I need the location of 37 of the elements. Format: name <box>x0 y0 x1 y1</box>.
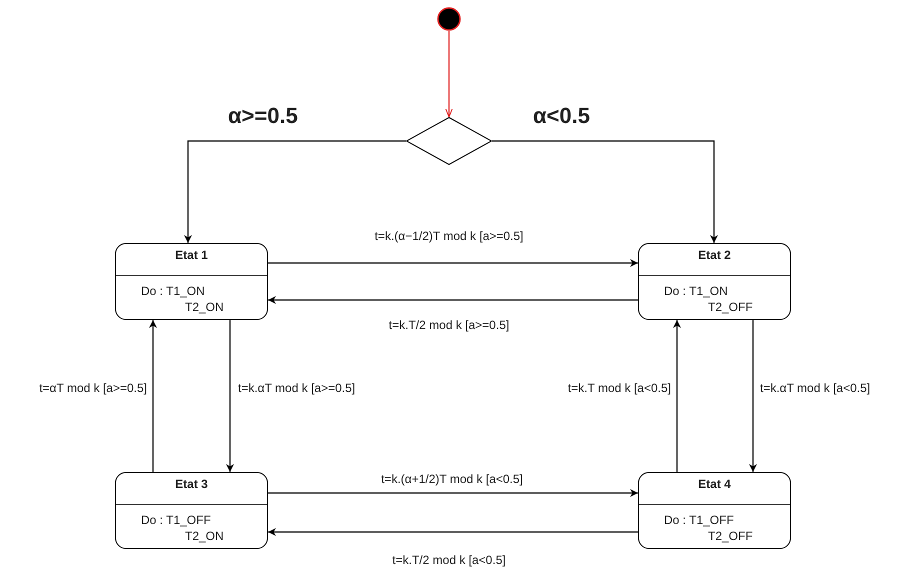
state-action: T2_OFF <box>707 299 753 315</box>
state-box <box>638 243 791 320</box>
edge-label: t=k.αT mod k [a>=0.5] <box>238 381 356 395</box>
state-action: Do : T1_OFF <box>140 512 211 528</box>
edge-label: α<0.5 <box>533 103 590 129</box>
state-box <box>115 472 268 549</box>
arrow <box>268 489 638 497</box>
arrow <box>149 320 157 472</box>
state-action: Do : T1_ON <box>140 283 205 299</box>
state-title: Etat 2 <box>698 248 731 264</box>
arrow <box>226 320 234 472</box>
arrow <box>749 320 757 472</box>
state-box <box>115 243 268 320</box>
state-action: Do : T1_OFF <box>663 512 734 528</box>
state-title: Etat 3 <box>175 477 208 493</box>
state-action: T2_OFF <box>707 528 753 544</box>
state-action: T2_ON <box>184 299 224 315</box>
arrow <box>492 140 718 243</box>
edge-label: t=k.T/2 mod k [a<0.5] <box>392 553 506 567</box>
edge-label: t=k.αT mod k [a<0.5] <box>760 381 870 395</box>
arrow <box>268 528 638 536</box>
edge-label: t=k.T/2 mod k [a>=0.5] <box>388 318 510 332</box>
edge-label: t=k.T mod k [a<0.5] <box>568 381 671 395</box>
edge-label: t=k.(α+1/2)T mod k [a<0.5] <box>381 472 523 486</box>
state-title: Etat 4 <box>698 477 731 493</box>
arrow <box>268 259 638 267</box>
arrow <box>184 140 406 243</box>
arrow <box>673 320 681 472</box>
edge-label: α>=0.5 <box>228 103 298 129</box>
state-title: Etat 1 <box>175 248 208 264</box>
edge-label: t=k.(α−1/2)T mod k [a>=0.5] <box>374 229 524 243</box>
state-box <box>638 472 791 549</box>
state-action: Do : T1_ON <box>663 283 728 299</box>
edge-label: t=αT mod k [a>=0.5] <box>39 381 147 395</box>
state-action: T2_ON <box>184 528 224 544</box>
arrow <box>445 31 453 118</box>
arrow <box>268 296 638 304</box>
